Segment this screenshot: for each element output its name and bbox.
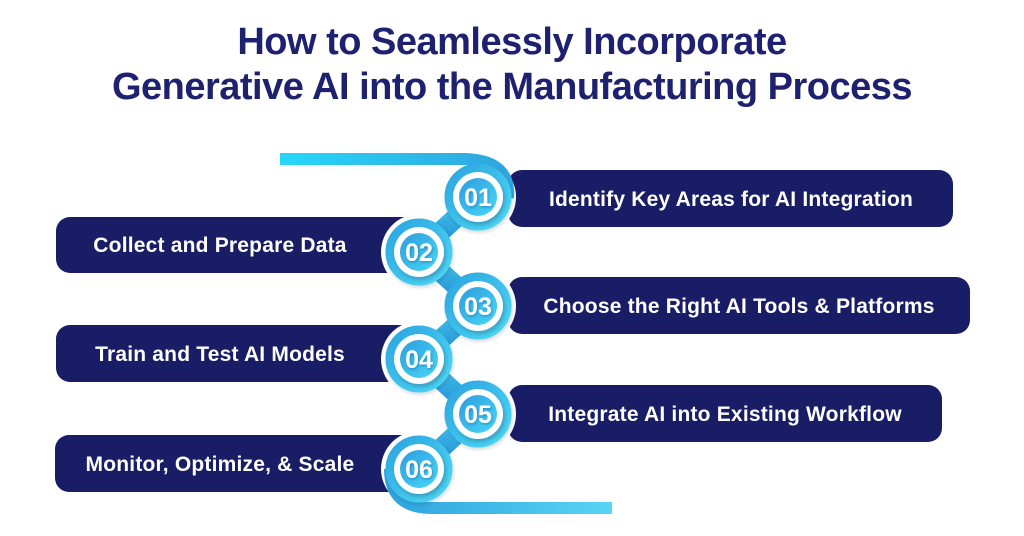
step-3-disc bbox=[459, 287, 497, 325]
step-2-pill bbox=[56, 217, 424, 273]
step-2-label: Collect and Prepare Data bbox=[93, 234, 347, 257]
step-number-discs bbox=[400, 178, 497, 488]
page-title-line-2: Generative AI into the Manufacturing Pro… bbox=[111, 66, 913, 108]
step-6-disc bbox=[400, 450, 438, 488]
step-4-label: Train and Test AI Models bbox=[95, 343, 345, 366]
step-5-disc bbox=[459, 395, 497, 433]
step-2-disc bbox=[400, 233, 438, 271]
step-5-ring bbox=[444, 380, 512, 448]
step-1-pill bbox=[508, 170, 953, 227]
page-title: How to Seamlessly Incorporate Generative… bbox=[0, 20, 1024, 110]
step-1-number: 01 bbox=[464, 184, 492, 212]
step-6-number: 06 bbox=[405, 456, 433, 484]
step-5-label: Integrate AI into Existing Workflow bbox=[548, 403, 902, 426]
step-6-pill bbox=[55, 435, 424, 492]
step-1-disc bbox=[459, 178, 497, 216]
step-3-ring bbox=[444, 272, 512, 340]
step-1-ring bbox=[444, 163, 512, 231]
step-rings bbox=[385, 163, 512, 503]
step-1-label: Identify Key Areas for AI Integration bbox=[549, 188, 913, 211]
step-6-label: Monitor, Optimize, & Scale bbox=[86, 453, 355, 476]
step-3-label: Choose the Right AI Tools & Platforms bbox=[543, 295, 934, 318]
step-4-pill bbox=[56, 325, 424, 382]
step-numbers: 01 02 03 04 05 06 bbox=[405, 184, 492, 484]
step-3-number: 03 bbox=[464, 293, 492, 321]
step-2-ring bbox=[385, 218, 453, 286]
step-6-ring bbox=[385, 435, 453, 503]
step-3-pill bbox=[508, 277, 970, 334]
step-4-disc bbox=[400, 340, 438, 378]
page-title-line-1: How to Seamlessly Incorporate bbox=[237, 21, 787, 63]
step-5-number: 05 bbox=[464, 401, 492, 429]
step-labels: Identify Key Areas for AI Integration Co… bbox=[86, 188, 935, 476]
step-4-number: 04 bbox=[405, 346, 433, 374]
step-4-ring bbox=[385, 325, 453, 393]
step-2-number: 02 bbox=[405, 239, 433, 267]
step-5-pill bbox=[508, 385, 942, 442]
step-pills bbox=[55, 170, 970, 492]
